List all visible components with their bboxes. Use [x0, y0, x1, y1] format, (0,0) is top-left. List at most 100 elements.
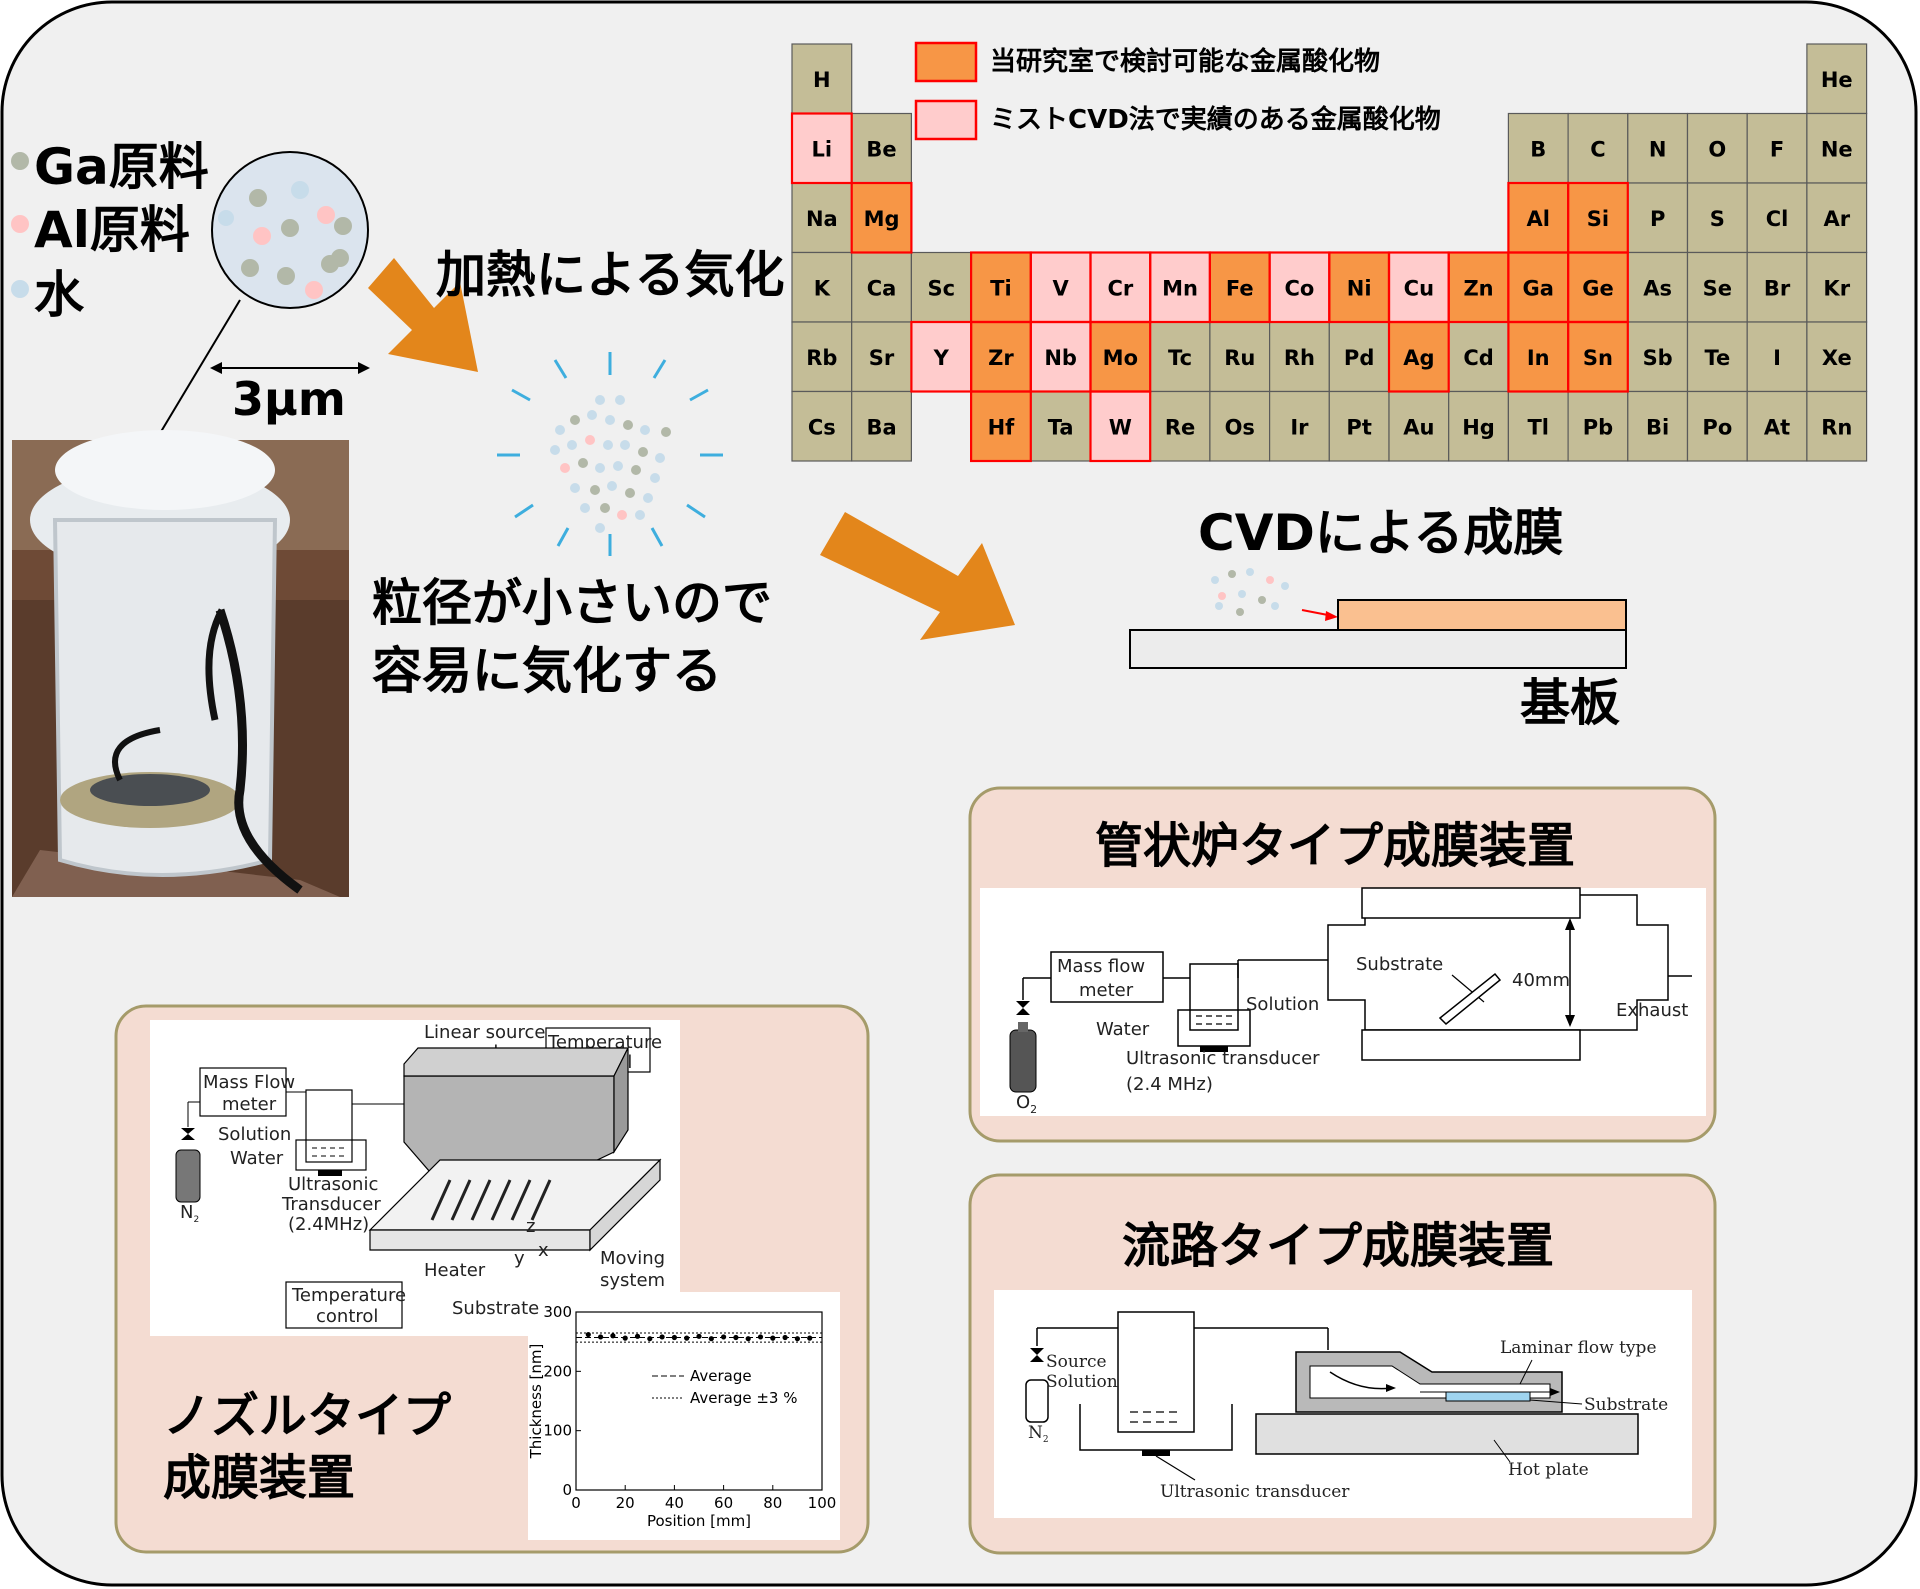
svg-text:Cl: Cl	[1766, 207, 1789, 231]
nz-water: Water	[230, 1148, 284, 1169]
svg-text:Cs: Cs	[808, 415, 836, 439]
scale-bar: 3μm	[210, 362, 370, 426]
data-point	[684, 1335, 690, 1341]
element-v: V	[1030, 251, 1092, 323]
film-dots	[1211, 568, 1289, 616]
svg-text:Au: Au	[1403, 415, 1434, 439]
ga-dot-icon	[11, 152, 29, 170]
highlight-border	[1387, 320, 1450, 393]
svg-text:Rb: Rb	[806, 346, 837, 370]
step2-label-line1: 粒径が小さいので	[372, 574, 772, 632]
data-point	[708, 1336, 714, 1342]
element-be: Be	[851, 112, 913, 184]
svg-text:Te: Te	[1704, 346, 1730, 370]
data-point	[794, 1336, 801, 1342]
y-tick-label: 100	[543, 1422, 572, 1440]
y-tick-label: 0	[562, 1481, 572, 1499]
svg-text:F: F	[1770, 137, 1784, 161]
data-point	[671, 1334, 678, 1341]
element-zn: Zn	[1448, 251, 1509, 323]
data-point	[610, 1333, 616, 1339]
nz-temp-bot-2: control	[316, 1306, 378, 1327]
x-axis-label: Position [mm]	[647, 1512, 751, 1530]
step2-label-line2: 容易に気化する	[372, 642, 722, 700]
element-tc: Tc	[1149, 321, 1211, 393]
svg-text:Ti: Ti	[990, 276, 1012, 300]
tube-furnace-title: 管状炉タイプ成膜装置	[1095, 818, 1575, 874]
scale-label: 3μm	[232, 372, 346, 426]
element-br: Br	[1746, 251, 1808, 323]
svg-text:P: P	[1650, 207, 1665, 231]
tf-transducer-2: (2.4 MHz)	[1126, 1074, 1213, 1095]
ch-source-2: Solution	[1046, 1372, 1118, 1392]
svg-text:Rh: Rh	[1284, 346, 1315, 370]
svg-text:Ca: Ca	[867, 276, 897, 300]
nz-mass-1: Mass Flow	[203, 1072, 295, 1093]
element-ge: Ge	[1567, 251, 1629, 323]
y-axis-label: Thickness [nm]	[527, 1344, 545, 1460]
al-label: Al原料	[34, 201, 190, 259]
svg-text:Li: Li	[812, 137, 833, 161]
element-sb: Sb	[1627, 321, 1689, 393]
svg-text:Mg: Mg	[864, 207, 900, 231]
svg-text:Ta: Ta	[1048, 415, 1074, 439]
nz-substrate: Substrate	[452, 1298, 539, 1319]
element-li: Li	[791, 112, 853, 184]
element-sr: Sr	[851, 321, 913, 393]
x-tick-label: 40	[665, 1494, 684, 1512]
x-tick-label: 20	[616, 1494, 635, 1512]
svg-text:Ir: Ir	[1290, 415, 1309, 439]
water-label: 水	[34, 266, 85, 324]
y-tick-label: 200	[543, 1362, 572, 1380]
highlight-border	[969, 390, 1032, 463]
element-nb: Nb	[1030, 321, 1092, 393]
element-f: F	[1746, 112, 1808, 184]
svg-text:Se: Se	[1703, 276, 1732, 300]
zoom-line	[149, 299, 241, 451]
element-s: S	[1686, 182, 1748, 254]
highlight-border	[790, 112, 853, 185]
data-point	[585, 1331, 591, 1338]
element-cl: Cl	[1746, 182, 1808, 254]
arrow-1-icon	[368, 258, 478, 372]
svg-text:Na: Na	[806, 207, 838, 231]
element-ti: Ti	[970, 251, 1032, 323]
element-ne: Ne	[1806, 112, 1868, 184]
data-point	[733, 1334, 739, 1341]
svg-text:Cr: Cr	[1107, 276, 1133, 300]
data-point	[696, 1333, 702, 1339]
legend-average: Average	[690, 1367, 752, 1385]
nz-tr-3: (2.4MHz)	[288, 1214, 369, 1235]
element-te: Te	[1686, 321, 1748, 393]
svg-text:W: W	[1109, 415, 1132, 439]
ch-hot-plate: Hot plate	[1508, 1460, 1589, 1480]
svg-text:N: N	[1649, 137, 1667, 161]
x-tick-label: 0	[571, 1494, 581, 1512]
element-cs: Cs	[791, 390, 853, 462]
svg-text:Fe: Fe	[1226, 276, 1254, 300]
svg-text:Po: Po	[1702, 415, 1732, 439]
element-bi: Bi	[1627, 390, 1689, 462]
tf-substrate: Substrate	[1356, 954, 1443, 975]
element-w: W	[1089, 390, 1151, 462]
element-al: Al	[1507, 182, 1569, 254]
ch-source-1: Source	[1046, 1352, 1107, 1372]
highlight-border	[1566, 320, 1629, 393]
x-tick-label: 80	[763, 1494, 782, 1512]
svg-text:He: He	[1821, 68, 1853, 92]
svg-text:Co: Co	[1285, 276, 1315, 300]
svg-text:Ge: Ge	[1582, 276, 1613, 300]
svg-text:Zn: Zn	[1463, 276, 1493, 300]
svg-text:Hf: Hf	[988, 415, 1016, 439]
element-se: Se	[1686, 251, 1748, 323]
tf-mass-flow-2: meter	[1079, 980, 1134, 1001]
tf-exhaust: Exhaust	[1616, 1000, 1688, 1021]
element-rb: Rb	[791, 321, 853, 393]
data-point	[757, 1334, 764, 1340]
tf-gap: 40mm	[1512, 970, 1570, 991]
substrate-label: 基板	[1520, 674, 1620, 732]
data-point	[659, 1334, 665, 1340]
mist-beaker-photo	[12, 430, 349, 897]
nz-moving-1: Moving	[600, 1248, 665, 1269]
